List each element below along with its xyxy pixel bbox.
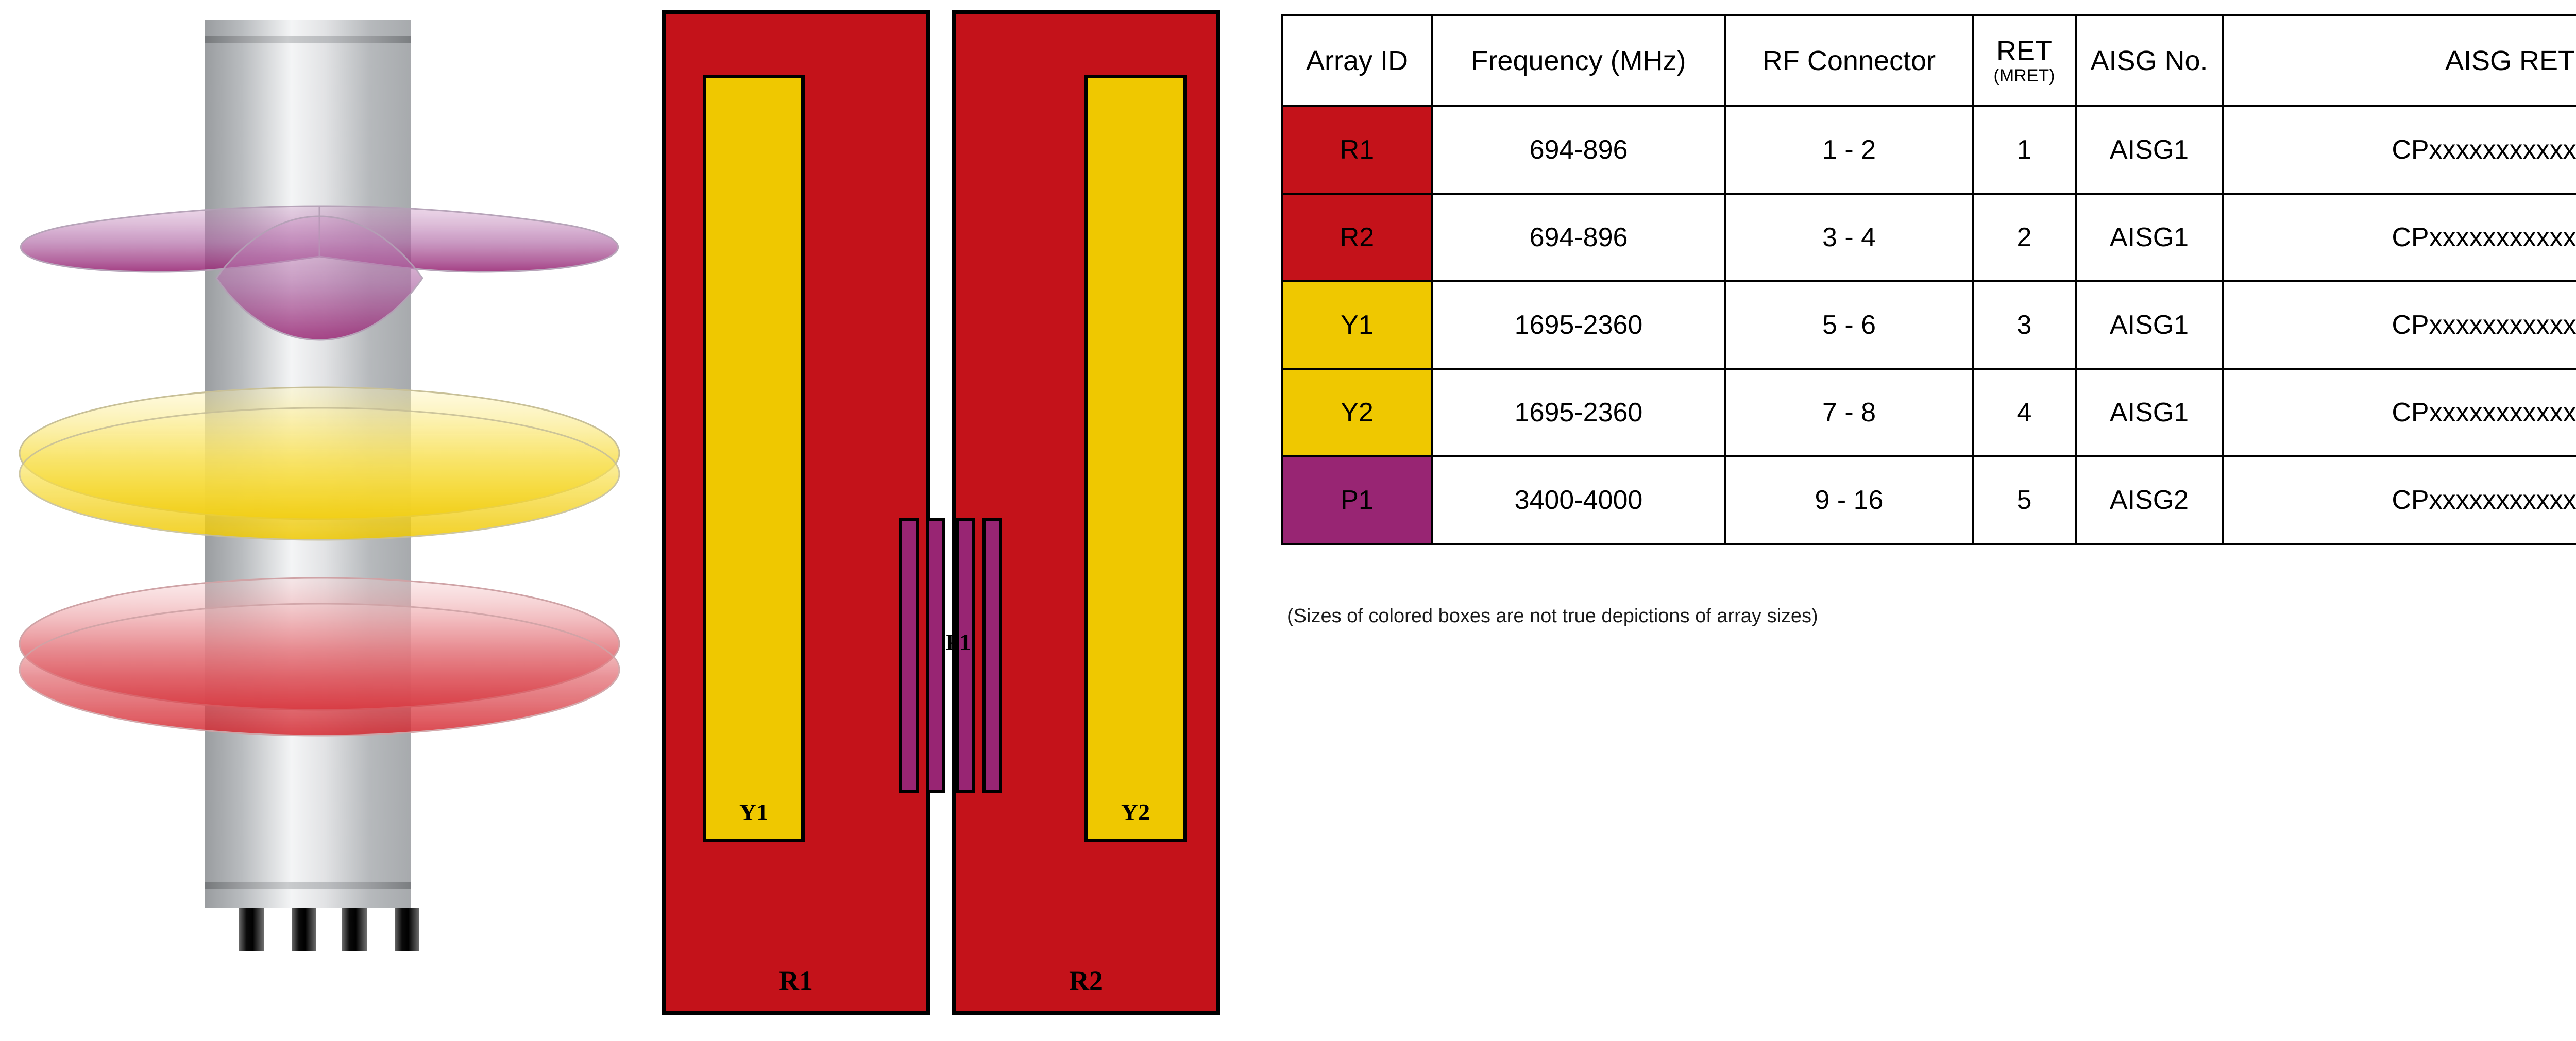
cell-aisg-no: AISG1 [2075,105,2224,195]
cell-aisg-no: AISG2 [2075,455,2224,545]
cell-array-id: P1 [1281,455,1433,545]
cell-frequency: 694-896 [1431,105,1726,195]
cell-aisg-ret-uid: CPxxxxxxxxxxxxxxMM.3 [2222,280,2576,370]
cell-ret: 3 [1972,280,2077,370]
array-block-p1-label: P1 [945,629,971,655]
cell-rf-connector: 7 - 8 [1724,368,1974,457]
column-header-rf-connector: RF Connector [1724,14,1974,107]
cell-ret: 4 [1972,368,2077,457]
cell-rf-connector: 3 - 4 [1724,193,1974,282]
array-strip-p1-1[interactable] [899,518,919,793]
cell-array-id: R1 [1281,105,1433,195]
column-header-aisg-no: AISG No. [2075,14,2224,107]
array-block-y1-label: Y1 [739,799,769,825]
column-header-frequency: Frequency (MHz) [1431,14,1726,107]
table-row: P1 3400-4000 9 - 16 5 AISG2 CPxxxxxxxxxx… [1281,455,2576,545]
cell-aisg-ret-uid: CPxxxxxxxxxxxxxxMM.1 [2222,455,2576,545]
cell-ret: 1 [1972,105,2077,195]
antenna-radiation-illustration [0,0,639,1038]
table-header-row: Array ID Frequency (MHz) RF Connector RE… [1281,14,2576,107]
cell-frequency: 1695-2360 [1431,368,1726,457]
column-header-ret-sub: (MRET) [1993,66,2055,86]
cell-array-id: Y1 [1281,280,1433,370]
table-row: R1 694-896 1 - 2 1 AISG1 CPxxxxxxxxxxxxx… [1281,105,2576,195]
array-block-y2[interactable]: Y2 [1084,75,1187,842]
array-panel-r1[interactable]: Y1 R1 [662,10,930,1015]
array-strip-p1-4[interactable] [982,518,1002,793]
cell-aisg-ret-uid: CPxxxxxxxxxxxxxxMM.2 [2222,193,2576,282]
cell-rf-connector: 1 - 2 [1724,105,1974,195]
column-header-array-id: Array ID [1281,14,1433,107]
array-config-table-container: Array ID Frequency (MHz) RF Connector RE… [1281,14,2576,545]
cell-aisg-no: AISG1 [2075,193,2224,282]
cell-array-id: R2 [1281,193,1433,282]
radiation-lobe-r [19,577,620,737]
column-header-ret-main: RET [1996,36,2052,66]
cell-frequency: 694-896 [1431,193,1726,282]
column-header-aisg-ret-uid: AISG RET UID [2222,14,2576,107]
antenna-connector-pins [239,908,419,951]
radiation-lobe-p1 [20,205,619,341]
array-panel-r1-label: R1 [779,965,813,996]
array-panel-r2-label: R2 [1069,965,1103,996]
radiation-lobe-y [19,386,620,541]
column-header-ret: RET (MRET) [1972,14,2077,107]
table-row: Y1 1695-2360 5 - 6 3 AISG1 CPxxxxxxxxxxx… [1281,280,2576,370]
array-strip-p1-2[interactable] [926,518,945,793]
cell-ret: 2 [1972,193,2077,282]
cell-aisg-no: AISG1 [2075,368,2224,457]
cell-ret: 5 [1972,455,2077,545]
table-row: R2 694-896 3 - 4 2 AISG1 CPxxxxxxxxxxxxx… [1281,193,2576,282]
cell-frequency: 3400-4000 [1431,455,1726,545]
table-footnote: (Sizes of colored boxes are not true dep… [1287,605,1818,627]
cell-frequency: 1695-2360 [1431,280,1726,370]
array-config-table: Array ID Frequency (MHz) RF Connector RE… [1281,14,2576,545]
array-block-y2-label: Y2 [1121,799,1150,825]
array-layout-diagram: Y1 R1 Y2 R2 P1 [662,10,1247,1028]
array-block-y1[interactable]: Y1 [703,75,805,842]
cell-aisg-no: AISG1 [2075,280,2224,370]
cell-aisg-ret-uid: CPxxxxxxxxxxxxxxMM.1 [2222,105,2576,195]
cell-aisg-ret-uid: CPxxxxxxxxxxxxxxMM.4 [2222,368,2576,457]
cell-array-id: Y2 [1281,368,1433,457]
array-strip-p1-3[interactable] [956,518,975,793]
array-panel-r2[interactable]: Y2 R2 [952,10,1220,1015]
cell-rf-connector: 5 - 6 [1724,280,1974,370]
table-row: Y2 1695-2360 7 - 8 4 AISG1 CPxxxxxxxxxxx… [1281,368,2576,457]
cell-rf-connector: 9 - 16 [1724,455,1974,545]
antenna-illustration-svg [19,20,620,951]
